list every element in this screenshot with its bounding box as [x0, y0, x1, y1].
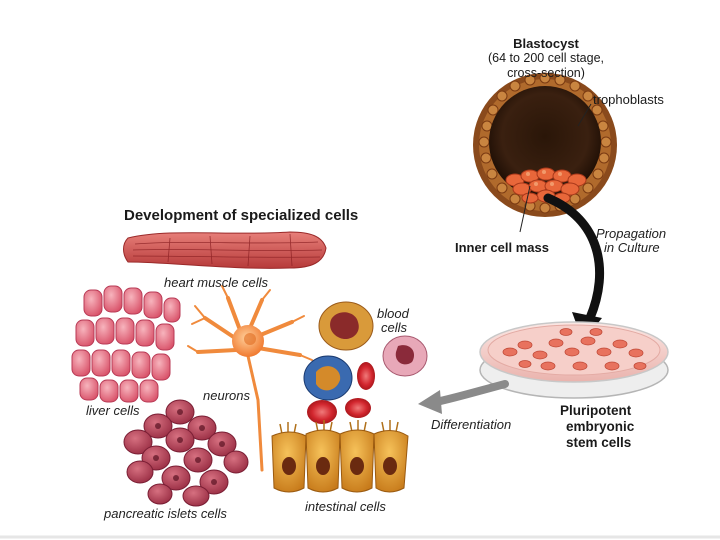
development-title: Development of specialized cells	[124, 207, 359, 224]
propagation-arrow	[543, 193, 605, 342]
blastocyst-subtitle-line1: (64 to 200 cell stage,	[487, 51, 605, 65]
culture-dish	[479, 321, 669, 399]
inner-cell-mass-label: Inner cell mass	[455, 240, 549, 255]
trophoblasts-label: trophoblasts	[593, 92, 664, 107]
trophoblasts-pointer	[577, 103, 592, 127]
pancreatic-islets-cells	[123, 399, 249, 507]
heart-muscle-cells	[123, 231, 327, 269]
pancreatic-islets-cells-label: pancreatic islets cells	[104, 506, 227, 521]
inner-cell-mass-pointer	[519, 185, 531, 233]
propagation-label-line1: Propagation	[596, 226, 667, 241]
heart-muscle-cells-label: heart muscle cells	[164, 275, 269, 290]
differentiation-arrow	[418, 380, 509, 414]
liver-cells	[71, 285, 181, 403]
intestinal-cells	[271, 420, 409, 493]
propagation-label-line2: in Culture	[604, 240, 660, 255]
stem-cells-label-line3: stem cells	[566, 435, 632, 450]
intestinal-cells-label: intestinal cells	[305, 499, 386, 514]
blood-cells-label-line1: blood	[377, 306, 409, 321]
blood-cells-label-line2: cells	[381, 320, 408, 335]
differentiation-label: Differentiation	[431, 417, 512, 432]
liver-cells-label: liver cells	[86, 403, 140, 418]
blastocyst-title: Blastocyst	[513, 36, 579, 51]
neurons-label: neurons	[203, 388, 250, 403]
blastocyst-illustration	[473, 72, 617, 233]
stem-cells-label-line2: embryonic	[566, 419, 635, 434]
stem-cells-label-line1: Pluripotent	[560, 403, 632, 418]
neuron-cell	[187, 285, 313, 472]
blood-cells	[303, 301, 428, 424]
blastocyst-subtitle-line2: cross-section)	[507, 66, 585, 80]
